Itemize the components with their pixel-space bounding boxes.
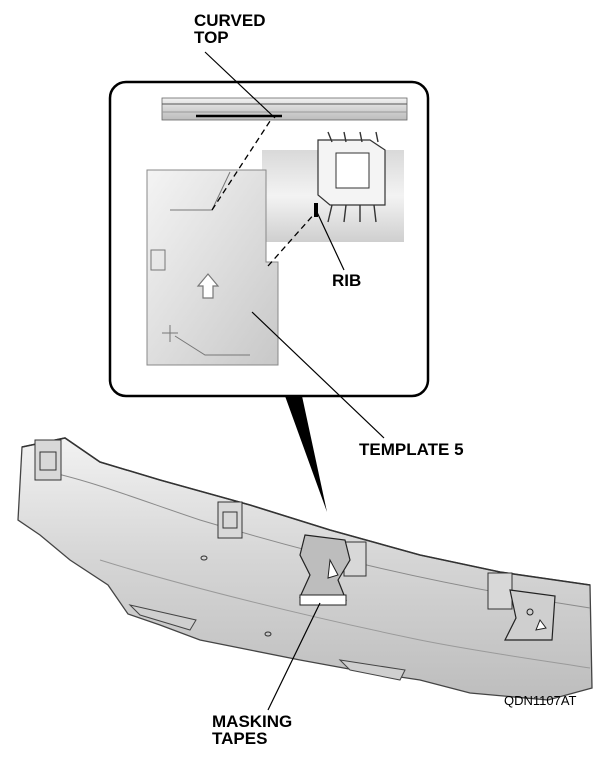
leader-masking-tapes: [267, 602, 321, 711]
label-curved-top: CURVED TOP: [194, 11, 266, 47]
label-template-5: TEMPLATE 5: [359, 440, 464, 459]
clip-middle: [217, 501, 243, 539]
figure-code: QDN1107AT: [504, 693, 577, 708]
molding-part: [17, 437, 593, 701]
template-5-shape: [146, 169, 279, 366]
clip-detail: [317, 131, 386, 223]
leader-curved-top: [204, 51, 276, 119]
arrow-up-icon: [196, 273, 220, 299]
label-masking-tapes: MASKING TAPES: [212, 712, 293, 748]
clip-far-right: [487, 572, 513, 610]
label-rib: RIB: [332, 271, 362, 290]
leader-rib: [315, 209, 345, 271]
clip-left: [34, 439, 62, 481]
callout-pointer: [285, 396, 327, 512]
detail-callout: [108, 80, 430, 398]
leader-template-5: [251, 311, 385, 439]
